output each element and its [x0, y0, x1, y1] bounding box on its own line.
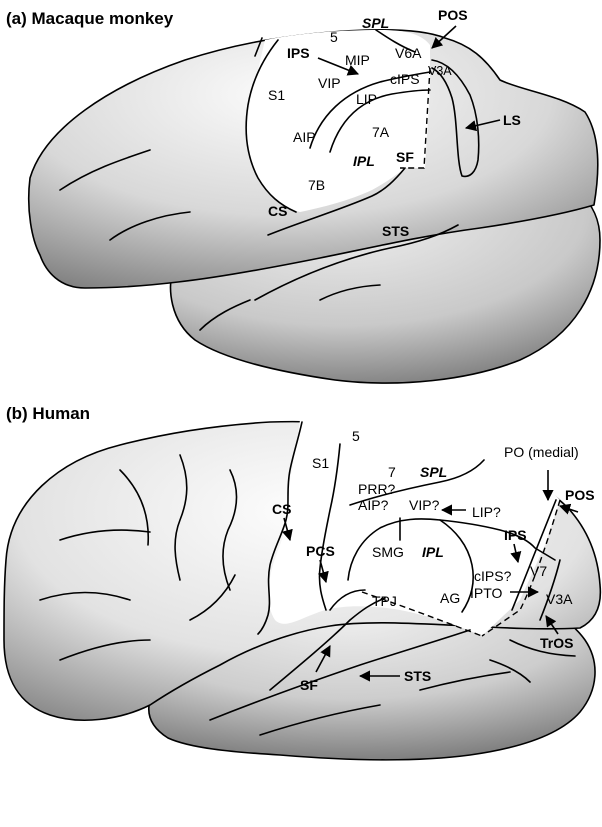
- human-label-pcs: PCS: [306, 543, 335, 559]
- macaque-label-spl: SPL: [362, 15, 389, 31]
- human-label-lip: LIP?: [472, 504, 501, 520]
- human-label-vip: VIP?: [409, 497, 440, 513]
- macaque-label-vip: VIP: [318, 75, 341, 91]
- human-label-spl: SPL: [420, 464, 447, 480]
- human-label-ipl: IPL: [422, 544, 444, 560]
- human-label-v7: V7: [530, 563, 547, 579]
- panel-macaque: (a) Macaque monkey: [6, 7, 600, 383]
- human-label-tros: TrOS: [540, 635, 573, 651]
- macaque-label-5: 5: [330, 29, 338, 45]
- human-label-aip: AIP?: [358, 497, 389, 513]
- macaque-label-sts: STS: [382, 223, 409, 239]
- human-label-7: 7: [388, 464, 396, 480]
- human-label-sts: STS: [404, 668, 431, 684]
- panel-human-title: (b) Human: [6, 404, 90, 423]
- macaque-label-lip: LIP: [356, 91, 377, 107]
- human-label-pos: POS: [565, 487, 595, 503]
- macaque-label-s1: S1: [268, 87, 285, 103]
- macaque-label-7b: 7B: [308, 177, 325, 193]
- human-label-ag: AG: [440, 590, 460, 606]
- macaque-label-ipl: IPL: [353, 153, 375, 169]
- human-label-cips: cIPS?: [474, 568, 512, 584]
- human-label-prr: PRR?: [358, 481, 396, 497]
- panel-macaque-title: (a) Macaque monkey: [6, 9, 174, 28]
- macaque-label-v6a: V6A: [395, 45, 422, 61]
- macaque-label-aip: AIP: [293, 129, 316, 145]
- human-label-po-medial: PO (medial): [504, 444, 579, 460]
- human-label-smg: SMG: [372, 544, 404, 560]
- human-label-5: 5: [352, 428, 360, 444]
- panel-human: (b) Human: [4, 404, 600, 760]
- human-label-tpj: TPJ: [372, 593, 397, 609]
- macaque-label-v3a: V3A: [428, 64, 452, 78]
- macaque-label-pos: POS: [438, 7, 468, 23]
- human-label-ipto: IPTO: [470, 585, 503, 601]
- human-label-s1: S1: [312, 455, 329, 471]
- human-label-cs: CS: [272, 501, 291, 517]
- macaque-label-mip: MIP: [345, 52, 370, 68]
- macaque-label-sf: SF: [396, 149, 414, 165]
- macaque-label-cips: cIPS: [390, 71, 420, 87]
- macaque-label-cs: CS: [268, 203, 287, 219]
- macaque-label-ips: IPS: [287, 45, 310, 61]
- macaque-label-7a: 7A: [372, 124, 390, 140]
- human-label-ips: IPS: [504, 527, 527, 543]
- macaque-label-ls: LS: [503, 112, 521, 128]
- human-label-sf: SF: [300, 677, 318, 693]
- human-label-v3a: V3A: [546, 591, 573, 607]
